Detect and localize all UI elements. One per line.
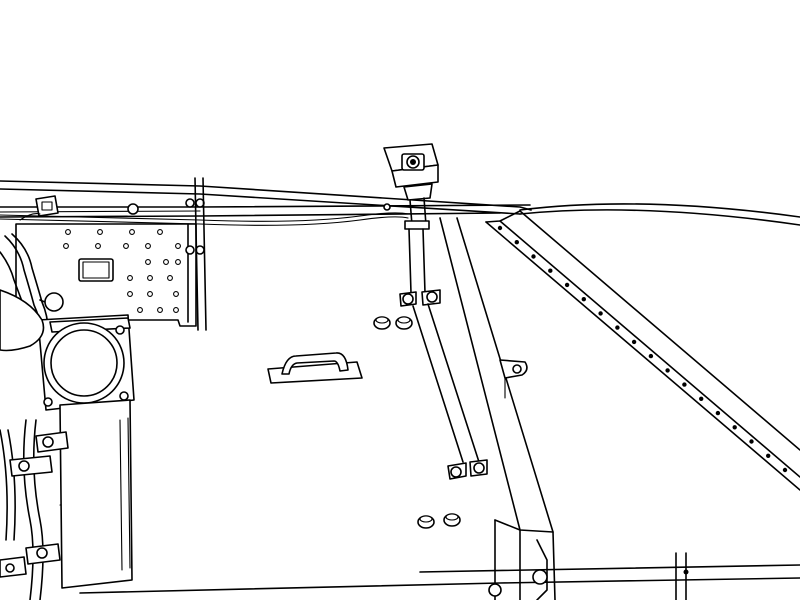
camera-mounting-pole (399, 197, 488, 480)
plate-hole (65, 229, 71, 235)
cable-harness (0, 195, 409, 600)
rail-hole (514, 240, 519, 245)
plate-hole (63, 243, 69, 249)
rail-hole (682, 382, 687, 387)
rail-hole (497, 225, 503, 231)
rail-hole (564, 282, 570, 288)
bolt-heads (373, 316, 461, 529)
diagonal-support-strut (439, 217, 556, 600)
rail-bolts (127, 177, 391, 331)
plate-hole (147, 291, 153, 297)
rail-hole (598, 311, 603, 316)
plate-hole (157, 307, 163, 313)
rail-hole (699, 396, 704, 401)
plate-hole (145, 243, 151, 249)
plate-hole (97, 229, 103, 235)
bracket-tab (499, 359, 528, 399)
front-rail (0, 204, 531, 218)
plate-hole (147, 275, 153, 281)
plate-hole (127, 275, 133, 281)
rail-hole (531, 254, 536, 259)
plate-hole (95, 243, 101, 249)
rail-hole (548, 268, 553, 273)
plate-hole (175, 259, 181, 265)
plate-hole (157, 229, 163, 235)
handle (267, 352, 363, 384)
camera (383, 143, 439, 201)
mounting-plate-with-holes (15, 223, 197, 327)
roof-rail-with-holes (485, 210, 800, 491)
plate-hole (173, 291, 179, 297)
plate-hole (129, 229, 135, 235)
plate-hole (163, 259, 169, 265)
rail-hole (732, 425, 737, 430)
rail-hole (648, 353, 654, 359)
plate-hole (145, 259, 151, 265)
rail-hole (782, 467, 788, 473)
rail-hole (715, 410, 721, 416)
plate-hole (175, 243, 181, 249)
rail-hole (615, 325, 620, 330)
plate-hole (123, 243, 129, 249)
rail-hole (665, 368, 670, 373)
rail-hole (749, 439, 754, 444)
foreground-cover (0, 289, 45, 352)
plate-hole (127, 291, 133, 297)
roof-panel (0, 180, 800, 600)
plate-hole (167, 275, 173, 281)
plate-hole (173, 307, 179, 313)
rail-hole (766, 453, 771, 458)
rail-hole (581, 297, 586, 302)
rail-hole (631, 339, 637, 345)
plate-hole (137, 307, 143, 313)
work-light (0, 314, 135, 589)
